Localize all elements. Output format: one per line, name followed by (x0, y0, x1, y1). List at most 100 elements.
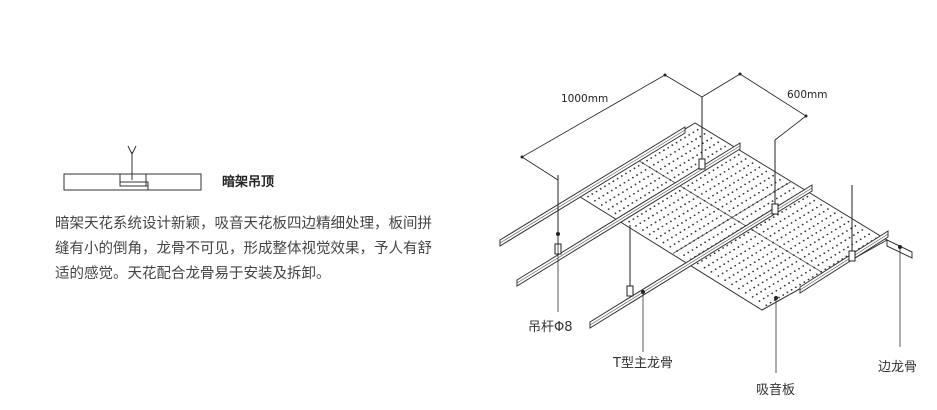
perforation-dot (744, 250, 747, 253)
perforation-dot (790, 247, 792, 250)
perforation-dot (660, 209, 663, 212)
perforation-dot (731, 216, 733, 219)
perforation-dot (743, 234, 746, 237)
perforation-dot (675, 167, 677, 169)
perforation-dot (798, 200, 800, 203)
perforation-dot (704, 149, 707, 151)
dimension-end-dot (804, 114, 808, 118)
perforation-dot (756, 201, 759, 203)
perforation-dot (706, 181, 709, 184)
perforation-dot (800, 232, 802, 235)
perforation-dot (768, 218, 771, 221)
perforation-dot (819, 254, 821, 257)
perforation-dot (807, 278, 810, 281)
perforation-dot (744, 158, 747, 160)
perforation-dot (734, 239, 737, 242)
perforation-dot (715, 217, 718, 220)
perforation-dot (712, 261, 714, 264)
perforation-dot (645, 185, 648, 187)
perforation-dot (722, 247, 724, 249)
perforation-dot (763, 272, 766, 275)
perforation-dot (792, 187, 795, 190)
perforation-dot (792, 254, 795, 257)
perforation-dot (829, 214, 832, 217)
perforation-dot (777, 255, 780, 257)
perforation-dot (623, 207, 625, 210)
perforation-dot (618, 209, 621, 212)
perforation-dot (812, 225, 815, 228)
hanger-clip (626, 285, 634, 297)
perforation-dot (677, 240, 680, 243)
perforation-dot (687, 159, 690, 162)
perforation-dot (839, 225, 841, 228)
perforation-dot (724, 279, 727, 282)
perforation-dot (668, 229, 671, 232)
perforation-dot (784, 233, 787, 236)
perforation-dot (819, 229, 822, 232)
perforation-dot (782, 294, 785, 296)
section-description: 暗架天花系统设计新颖，吸音天花板四边精细处理，板间拼缝有小的倒角，龙骨不可见，形… (55, 216, 432, 282)
perforation-dot (722, 180, 724, 183)
perforation-dot (720, 214, 722, 217)
perforation-dot (708, 238, 711, 241)
perforation-dot (764, 221, 767, 224)
perforation-dot (768, 244, 770, 247)
perforation-dot (644, 169, 647, 171)
perforation-dot (637, 190, 640, 193)
perforation-dot (604, 185, 606, 188)
perforation-dot (780, 236, 783, 239)
perforation-dot (730, 200, 732, 203)
perforation-dot (694, 163, 697, 166)
perforation-dot (772, 216, 775, 219)
perforation-dot (773, 257, 776, 260)
edge-trim-right (886, 239, 913, 259)
perforation-dot (667, 213, 670, 216)
perforation-dot (797, 251, 799, 254)
perforation-dot (714, 201, 717, 204)
perforation-dot (707, 155, 710, 158)
perforation-dot (756, 175, 759, 178)
perforation-dot (784, 259, 787, 262)
perforation-dot (711, 153, 714, 156)
perforation-dot (779, 245, 781, 248)
perforation-dot (748, 180, 751, 183)
perforation-dot (607, 208, 610, 211)
hanger-clip (848, 250, 856, 262)
perforation-dot (658, 151, 661, 154)
section-title: 暗架吊顶 (222, 175, 275, 190)
perforation-dot (696, 221, 699, 223)
perforation-dot (685, 194, 688, 196)
perforation-dot (736, 271, 739, 274)
perforation-dot (678, 148, 681, 151)
perforation-dot (632, 218, 635, 221)
perforation-dot (789, 272, 792, 275)
perforation-dot (634, 183, 637, 186)
perforation-dot (831, 247, 834, 249)
leader-dot (774, 296, 778, 300)
perforation-dot (650, 223, 653, 226)
perforation-dot (664, 232, 666, 235)
perforation-dot (764, 262, 767, 265)
perforation-dot (693, 147, 696, 150)
perforation-dot (689, 191, 692, 194)
perforation-dot (751, 295, 754, 298)
perforation-dot (769, 260, 771, 263)
perforation-dot (703, 199, 706, 202)
perforation-dot (666, 172, 669, 175)
perforation-dot (733, 181, 735, 184)
perforation-dot (863, 235, 866, 238)
perforation-dot (706, 139, 709, 142)
perforation-dot (836, 244, 838, 247)
perforation-dot (735, 188, 738, 191)
perforation-dot (713, 252, 716, 255)
perforation-dot (781, 252, 784, 255)
perforation-dot (828, 224, 830, 227)
perforation-dot (743, 275, 746, 278)
hanger-clip (698, 158, 706, 170)
perforation-dot (778, 271, 781, 274)
perforation-dot (703, 225, 705, 228)
perforation-dot (714, 226, 717, 229)
perforation-dot (703, 266, 706, 269)
perforation-dot (786, 291, 789, 294)
perforation-dot (673, 201, 675, 204)
